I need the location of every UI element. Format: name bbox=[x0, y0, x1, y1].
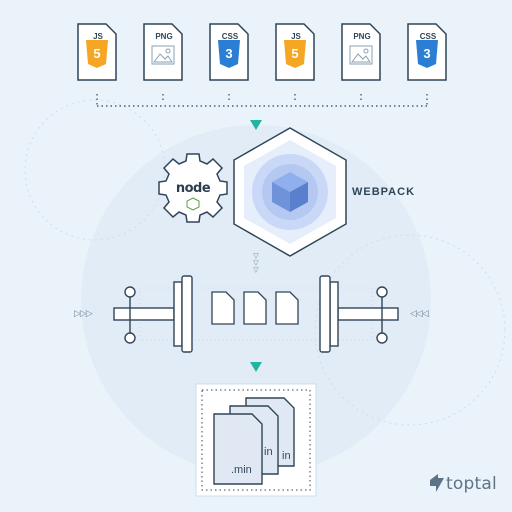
output-area bbox=[195, 383, 317, 497]
svg-text:5: 5 bbox=[291, 46, 298, 61]
file-png-2 bbox=[341, 23, 381, 81]
image-icon bbox=[349, 45, 373, 65]
file-tag-png-1: PNG bbox=[155, 32, 173, 41]
flow-arrow-down-1 bbox=[250, 120, 262, 130]
collector-lines bbox=[96, 94, 428, 107]
file-tag-js-2: JS bbox=[291, 32, 301, 41]
svg-text:5: 5 bbox=[93, 46, 100, 61]
file-js-1: 5 bbox=[77, 23, 117, 81]
file-tag-css-2: CSS bbox=[419, 32, 437, 41]
file-row: 5 3 5 bbox=[77, 23, 447, 81]
compressor bbox=[113, 275, 399, 353]
file-tag-png-2: PNG bbox=[353, 32, 371, 41]
gear-icon bbox=[158, 153, 228, 223]
flow-arrows-small-3: ▽ bbox=[253, 266, 259, 274]
flow-arrows-small: ▽ bbox=[253, 252, 259, 260]
webpack-block bbox=[233, 127, 347, 257]
file-css-1: 3 bbox=[209, 23, 249, 81]
file-tag-css-1: CSS bbox=[221, 32, 239, 41]
svg-text:3: 3 bbox=[225, 46, 232, 61]
pressed-files bbox=[211, 291, 299, 325]
flow-arrows-small-2: ▽ bbox=[253, 259, 259, 267]
flow-arrow-down-2 bbox=[250, 362, 262, 372]
css3-shield-icon bbox=[218, 40, 240, 68]
svg-text:3: 3 bbox=[423, 46, 430, 61]
file-png-1 bbox=[143, 23, 183, 81]
output-file-1 bbox=[213, 413, 263, 485]
output-arrows: ◁◁◁ bbox=[410, 309, 429, 319]
node-label: node bbox=[175, 181, 211, 196]
file-js-2: 5 bbox=[275, 23, 315, 81]
webpack-label: WEBPACK bbox=[352, 186, 416, 198]
file-tag-js-1: JS bbox=[93, 32, 103, 41]
html5-shield-icon bbox=[284, 40, 306, 68]
output-label-in-3: in bbox=[282, 450, 291, 462]
webpack-cube-icon bbox=[272, 172, 308, 212]
output-label-min: .min bbox=[231, 464, 252, 476]
input-arrows: ▷▷▷ bbox=[74, 309, 93, 319]
image-icon bbox=[151, 45, 175, 65]
file-css-2: 3 bbox=[407, 23, 447, 81]
toptal-logo-icon bbox=[430, 474, 444, 492]
css3-shield-icon bbox=[416, 40, 438, 68]
output-label-in-2: in bbox=[264, 446, 273, 458]
brand-name: toptal bbox=[446, 474, 497, 494]
html5-shield-icon bbox=[86, 40, 108, 68]
